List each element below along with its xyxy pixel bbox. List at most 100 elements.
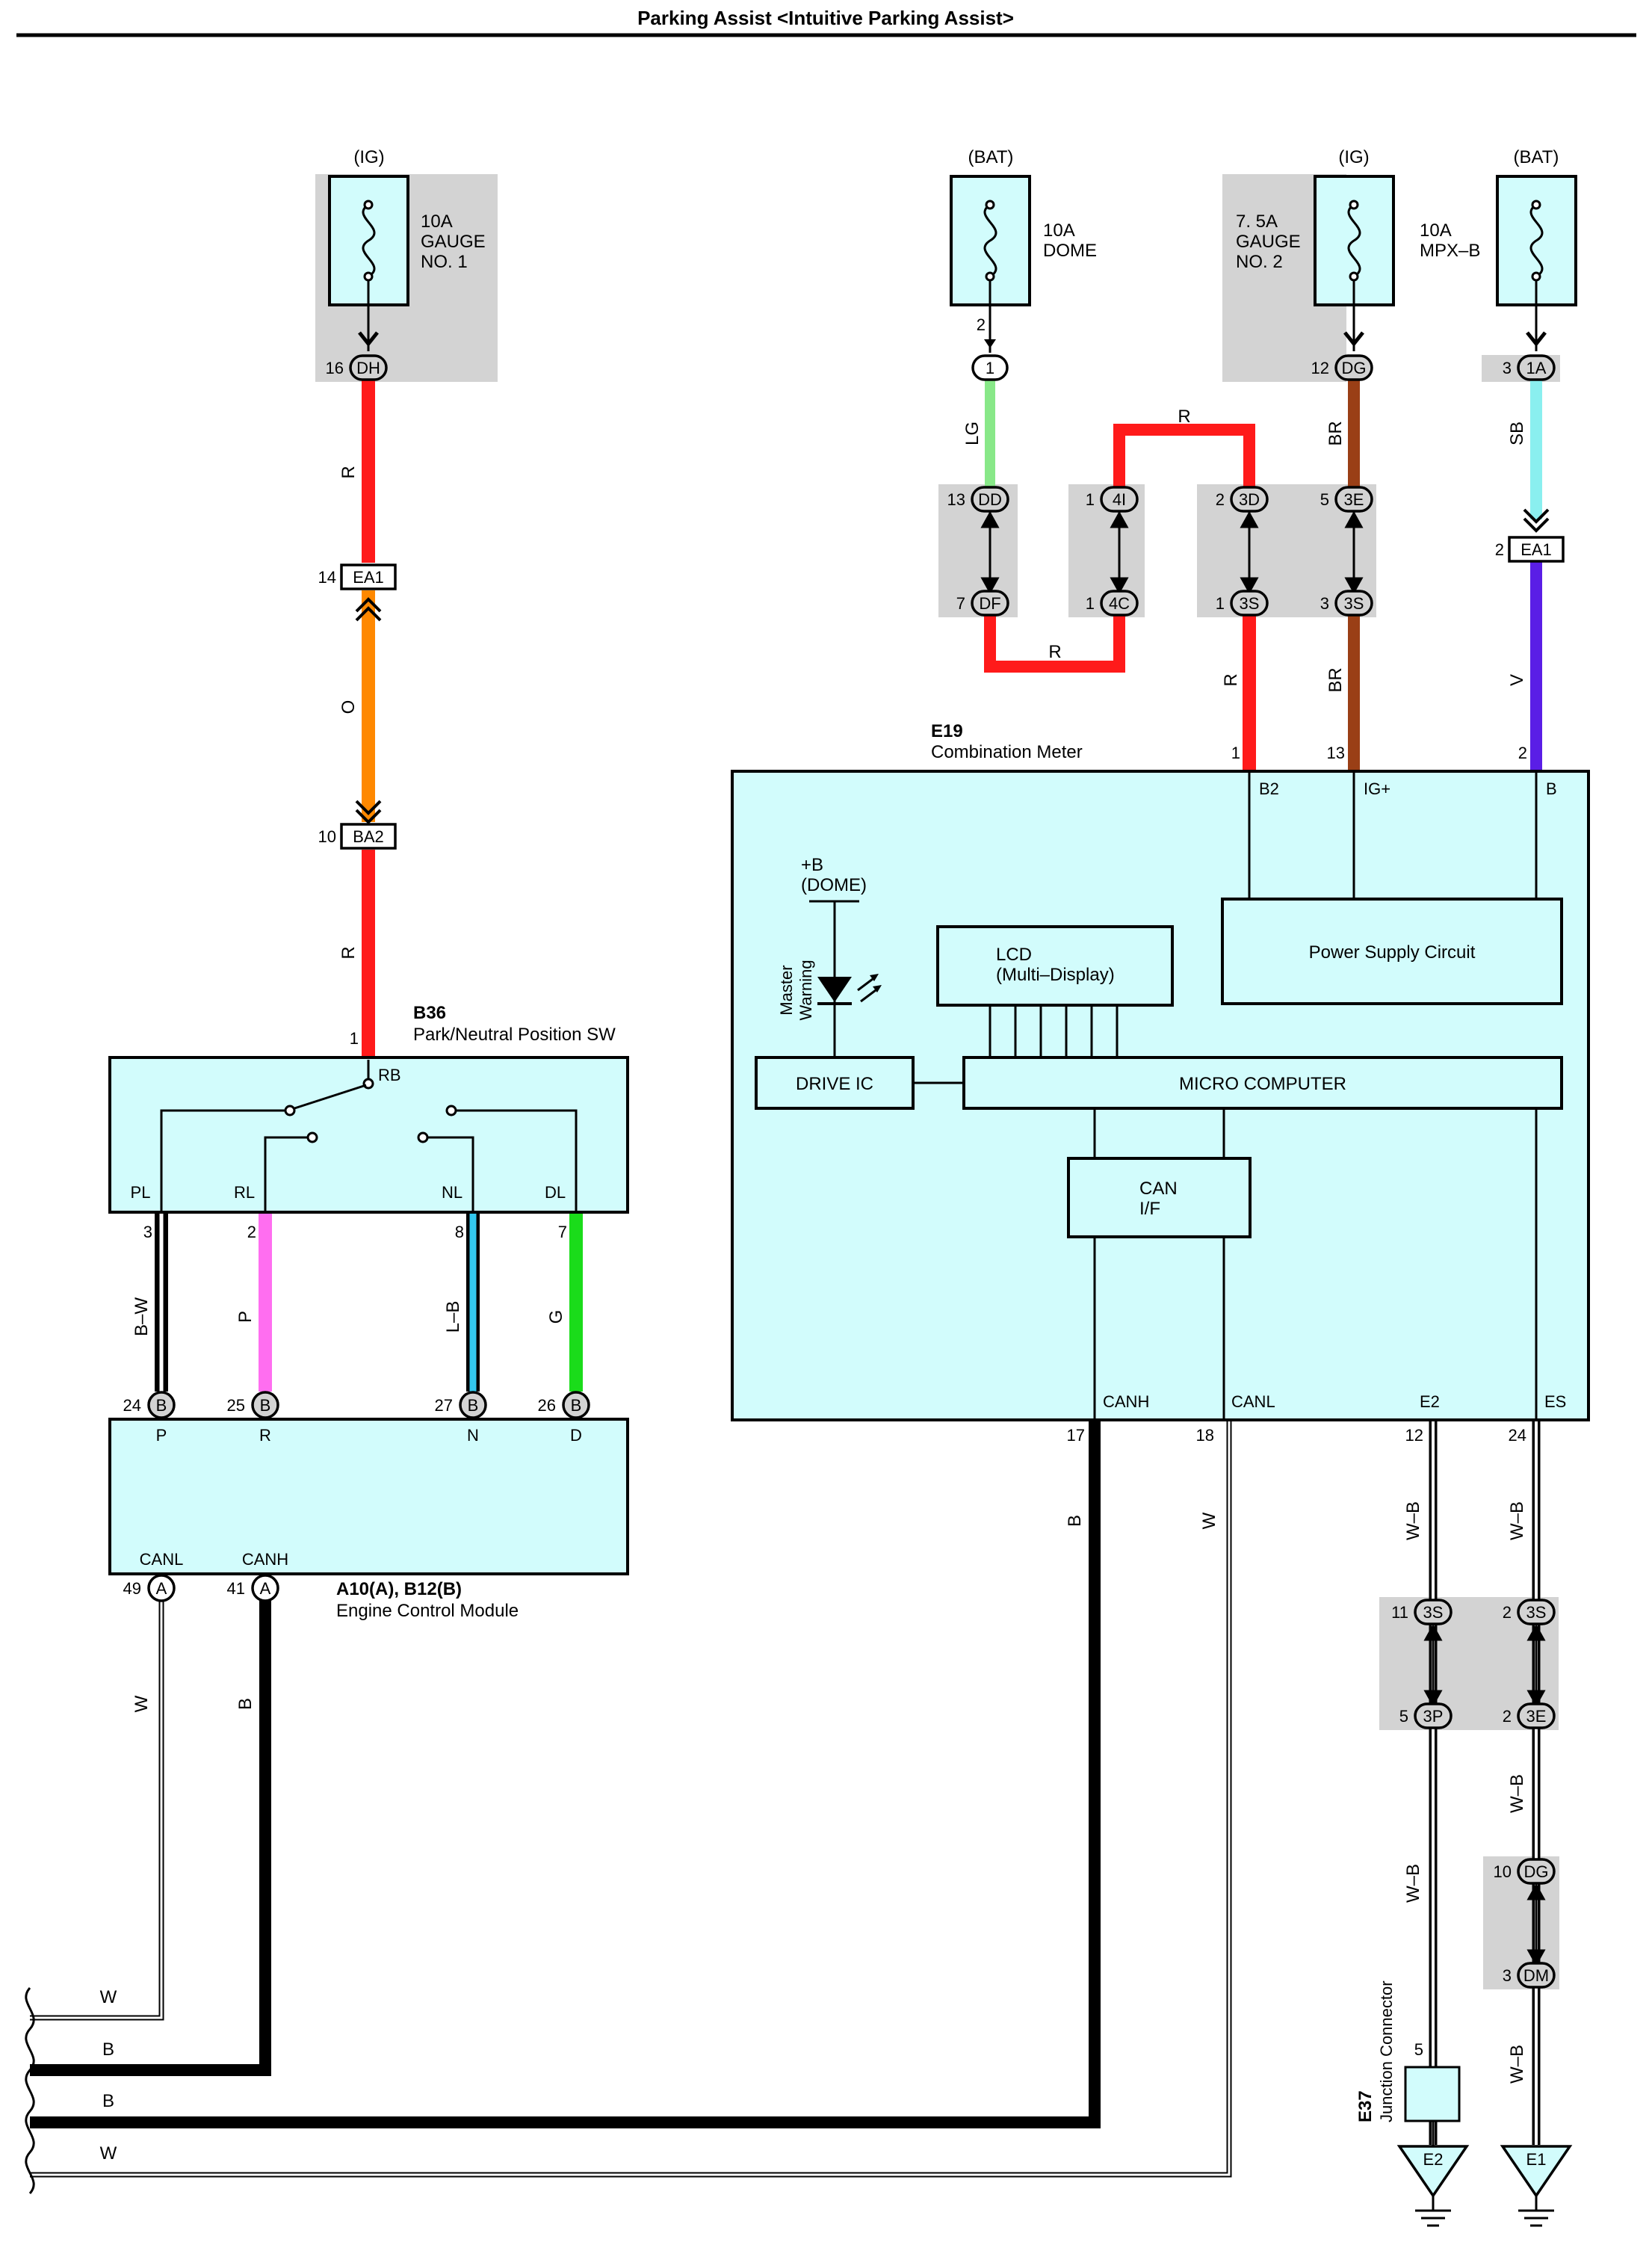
svg-text:DM: DM [1523,1966,1549,1985]
fuse-element-icon [362,203,376,278]
svg-text:E2: E2 [1423,2150,1444,2169]
svg-text:4C: 4C [1109,594,1130,613]
svg-text:4I: 4I [1113,490,1126,509]
fuse-name: GAUGE [421,232,486,252]
wire-label-w: W [100,1987,117,2007]
svg-text:I/F: I/F [1139,1199,1160,1219]
junction-connector-e37: 5 E37 Junction Connector [1355,1980,1461,2122]
wire-w-ecm [30,1599,164,2021]
pin-number: 24 [123,1396,141,1415]
wire-label-w-b: W–B [1507,1501,1527,1540]
master-warning-label: Master [777,965,796,1015]
terminal-canh: CANH [1103,1392,1149,1411]
terminal-p: P [156,1426,167,1445]
terminal-b: B [1546,779,1557,798]
terminal-e2: E2 [1420,1392,1440,1411]
wire-label-o: O [338,700,359,714]
terminal-nl: NL [442,1183,463,1202]
pin-number: 27 [435,1396,453,1415]
svg-text:CAN: CAN [1139,1179,1178,1199]
component-name: Engine Control Module [336,1601,519,1621]
connector-4i: 4I 1 [1086,486,1139,513]
connector-4c: 4C 1 [1086,590,1139,617]
pin-number: 2 [247,1223,256,1241]
dome-label: (DOME) [801,875,867,895]
svg-text:(Multi–Display): (Multi–Display) [996,965,1115,985]
svg-text:1: 1 [1086,490,1095,509]
wire-label-l-b: L–B [443,1301,463,1333]
pin-number: 49 [123,1579,141,1598]
svg-text:10: 10 [318,827,336,846]
wire-label-w-b: W–B [1403,1501,1423,1540]
svg-text:B: B [468,1396,479,1415]
svg-text:DRIVE IC: DRIVE IC [796,1074,873,1094]
pin-number: 17 [1067,1426,1085,1445]
connector-3s-c: 3S 11 [1391,1599,1453,1625]
svg-text:B: B [156,1396,167,1415]
terminal-rl: RL [234,1183,255,1202]
connector-3p: 3P 5 [1399,1702,1453,1729]
component-name: Park/Neutral Position SW [413,1025,616,1045]
park-neutral-switch: B36 Park/Neutral Position SW 1 RB PL RL … [108,1003,629,1241]
combination-meter: E19 Combination Meter 1 13 2 B2 IG+ B Po… [731,721,1590,1445]
component-code: E37 [1355,2090,1376,2122]
svg-text:3: 3 [1503,359,1512,377]
svg-text:3S: 3S [1240,594,1260,613]
wire-r-bottom [984,614,1125,673]
chevron-marks [355,508,1550,824]
connector-1: 1 2 [971,315,1009,381]
wire-w-meter [30,1420,1232,2178]
wire-b-meter [30,1420,1101,2128]
fuse-name-2: NO. 1 [421,252,468,272]
pin-number: 24 [1509,1426,1526,1445]
wire-label-v: V [1507,674,1527,686]
fuse-mpx-b: (BAT) 10A MPX–B [1420,147,1577,351]
connector-3s-d: 3S 2 [1503,1599,1556,1625]
svg-text:1: 1 [1086,594,1095,613]
lcd-bus-lines [989,1005,1119,1057]
pin-number: 1 [350,1029,359,1048]
fuse-source: (BAT) [1514,147,1559,167]
wire-b-ecm [30,1599,271,2076]
component-code: B36 [413,1003,446,1023]
wire-label-b: B [1065,1515,1085,1527]
terminal-pl: PL [131,1183,151,1202]
wire-label-br: BR [1325,667,1346,692]
svg-text:3D: 3D [1239,490,1260,509]
connector-3e-bottom: 3E 2 [1503,1702,1556,1729]
svg-text:2: 2 [977,315,986,334]
connector-ea1-right: EA1 2 [1495,536,1565,563]
svg-text:E1: E1 [1526,2150,1547,2169]
fuse-gauge-no2: (IG) 7. 5A GAUGE NO. 2 [1236,147,1395,351]
wire-label-r: R [1178,407,1190,427]
drive-ic [755,1056,915,1110]
fuse-gauge-no1: (IG) 10A GAUGE NO. 1 [328,147,486,351]
svg-text:7: 7 [956,594,965,613]
svg-text:2: 2 [1216,490,1225,509]
svg-text:B: B [571,1396,582,1415]
wire-label-w-b: W–B [1403,1864,1423,1903]
svg-text:3E: 3E [1344,490,1364,509]
fuse-rating: 10A [1420,220,1452,241]
wire-label-lg: LG [962,421,983,445]
wire-label-b-w: B–W [132,1297,152,1336]
connector-ea1-left: EA1 14 [318,563,397,590]
terminal-b2: B2 [1259,779,1279,798]
svg-text:B: B [260,1396,271,1415]
micro-computer [962,1056,1563,1110]
fuse-name: MPX–B [1420,241,1480,261]
pin-number: 8 [455,1223,464,1241]
svg-text:EA1: EA1 [1520,540,1552,559]
connector-3e-top: 3E 5 [1320,486,1373,513]
svg-text:3S: 3S [1526,1603,1547,1622]
wire-label-r: R [338,946,359,959]
wire-label-sb: SB [1507,421,1527,445]
wire-label-br: BR [1325,421,1346,445]
mating-arrows [980,507,1546,1971]
svg-text:1: 1 [1216,594,1225,613]
fuse-element-icon [983,203,997,278]
svg-text:A: A [156,1579,167,1598]
connector-3d: 3D 2 [1216,486,1269,513]
terminal-r: R [259,1426,271,1445]
